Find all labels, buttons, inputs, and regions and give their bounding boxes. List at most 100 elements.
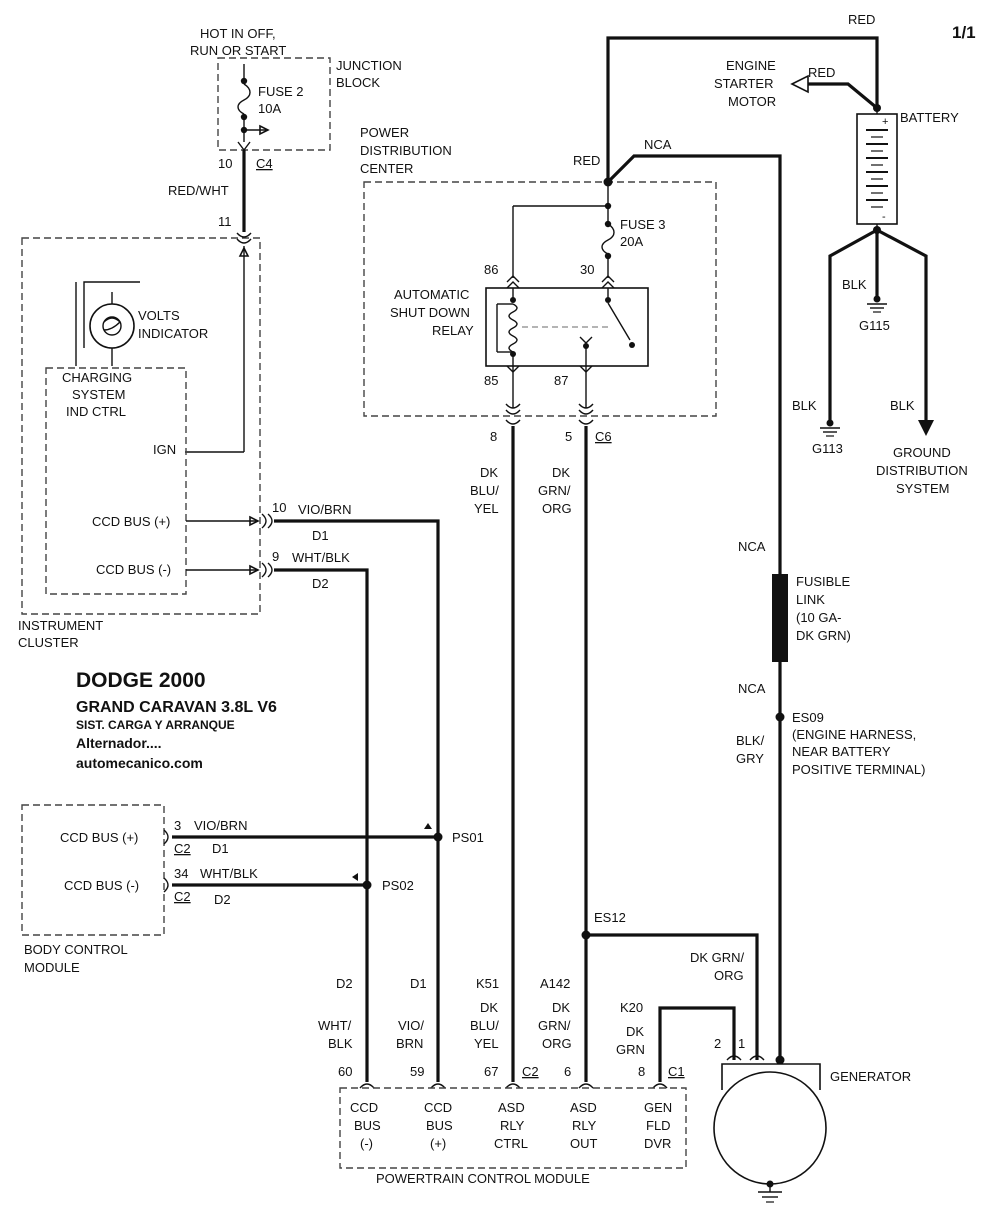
fusible-link: NCA FUSIBLE LINK (10 GA- DK GRN) NCA ES0…	[736, 539, 925, 1060]
pcm-conn-c2: C2	[522, 1064, 539, 1079]
generator-pin-2: 2	[714, 1036, 721, 1051]
fuse-3-symbol	[601, 223, 615, 255]
junction-pin-10: 10	[218, 156, 232, 171]
fuse-2-symbol	[237, 83, 251, 115]
pdc-pin-85: 85	[484, 373, 498, 388]
charging-label-2: SYSTEM	[72, 387, 125, 402]
blk-label-g113: BLK	[792, 398, 817, 413]
pcm-pin-6: 6	[564, 1064, 571, 1079]
starter-wire-red: RED	[808, 65, 835, 80]
instrument-cluster-label-2: CLUSTER	[18, 635, 79, 650]
pcm-term-3-l3: CTRL	[494, 1136, 528, 1151]
bcm-wire-wht-blk: WHT/BLK	[200, 866, 258, 881]
bcm-outline	[21, 804, 165, 936]
junction-block-label-2: BLOCK	[336, 75, 380, 90]
relay-label-2: SHUT DOWN	[390, 305, 470, 320]
pcm-conn-c1: C1	[668, 1064, 685, 1079]
cluster-circuit-d2: D2	[312, 576, 329, 591]
pcm-term-4-l1: ASD	[570, 1100, 597, 1115]
vio-brn-2: BRN	[396, 1036, 423, 1051]
dk-grn-org-3: ORG	[542, 1036, 572, 1051]
starter-label-1: ENGINE	[726, 58, 776, 73]
wht-blk-2: BLK	[328, 1036, 353, 1051]
wire-a142-label: A142	[540, 976, 570, 991]
blk-label-g115: BLK	[842, 277, 867, 292]
wire-blk-g113	[828, 228, 878, 420]
ground-symbol-g113	[820, 419, 840, 437]
wire-k51-label-2: BLU/	[470, 483, 499, 498]
cluster-ccd-pos: CCD BUS (+)	[92, 514, 170, 529]
ps02-label: PS02	[382, 878, 414, 893]
pdc-pin-86: 86	[484, 262, 498, 277]
hot-label-1: HOT IN OFF,	[200, 26, 276, 41]
pdc-label-2: DISTRIBUTION	[360, 143, 452, 158]
cluster-ccd-neg: CCD BUS (-)	[96, 562, 171, 577]
bcm-ccd-neg: CCD BUS (-)	[64, 878, 139, 893]
wire-k51-label-1: DK	[480, 465, 498, 480]
es09-label: ES09	[792, 710, 824, 725]
volts-indicator-label-1: VOLTS	[138, 308, 180, 323]
pdc-pin-87: 87	[554, 373, 568, 388]
starter-label-2: STARTER	[714, 76, 773, 91]
relay-contact-arm	[607, 302, 631, 341]
title-part: Alternador....	[76, 735, 162, 751]
dk-grn-org-2: GRN/	[538, 1018, 571, 1033]
dk-blu-yel-3: YEL	[474, 1036, 499, 1051]
wht-blk-1: WHT/	[318, 1018, 352, 1033]
connector-c6: C6	[595, 429, 612, 444]
es12-label: ES12	[594, 910, 626, 925]
bcm-label-2: MODULE	[24, 960, 80, 975]
junction-block: HOT IN OFF, RUN OR START JUNCTION BLOCK …	[190, 26, 402, 171]
fusible-label-1: FUSIBLE	[796, 574, 851, 589]
wire-es12-generator	[586, 933, 759, 1060]
fuse-3-rating: 20A	[620, 234, 643, 249]
charging-label-3: IND CTRL	[66, 404, 126, 419]
charging-label-1: CHARGING	[62, 370, 132, 385]
es09-desc-3: POSITIVE TERMINAL)	[792, 762, 925, 777]
gen-wire-label-1: DK GRN/	[690, 950, 745, 965]
ground-dist-label-2: DISTRIBUTION	[876, 463, 968, 478]
fusible-link-body	[772, 574, 788, 662]
bcm-circuit-d2: D2	[214, 892, 231, 907]
pdc-pin-30: 30	[580, 262, 594, 277]
bcm-conn-c2-neg: C2	[174, 889, 191, 904]
bcm-wire-vio-brn: VIO/BRN	[194, 818, 247, 833]
fusible-label-2: LINK	[796, 592, 825, 607]
fuse-3-label: FUSE 3	[620, 217, 666, 232]
battery: RED RED ENGINE STARTER MOTOR BATTERY + -	[714, 12, 968, 496]
pcm-term-5-l1: GEN	[644, 1100, 672, 1115]
pcm-outline	[339, 1087, 687, 1169]
wire-blk-gry-2: GRY	[736, 751, 764, 766]
wire-d1-vio-brn	[274, 519, 440, 1082]
wire-d2-wht-blk	[274, 568, 369, 1082]
starter-label-3: MOTOR	[728, 94, 776, 109]
pdc-pin-5: 5	[565, 429, 572, 444]
splice-ps01	[433, 832, 443, 842]
blk-label-ground-dist: BLK	[890, 398, 915, 413]
wire-k51-label: K51	[476, 976, 499, 991]
charging-system-ctrl-outline	[45, 367, 187, 595]
cluster-wire-wht-blk: WHT/BLK	[292, 550, 350, 565]
pcm-term-5-l3: DVR	[644, 1136, 671, 1151]
g115-label: G115	[859, 318, 890, 333]
volts-indicator-label-2: INDICATOR	[138, 326, 208, 341]
title-make: DODGE 2000	[76, 669, 206, 692]
fuse-2-rating: 10A	[258, 101, 281, 116]
ign-label: IGN	[153, 442, 176, 457]
pcm-pin-59: 59	[410, 1064, 424, 1079]
pcm-pin-8: 8	[638, 1064, 645, 1079]
pcm-term-3-l1: ASD	[498, 1100, 525, 1115]
bcm-ccd-pos: CCD BUS (+)	[60, 830, 138, 845]
pcm-term-1-l3: (-)	[360, 1136, 373, 1151]
powertrain-control-module: 60 59 67 C2 6 8 C1 CCD BUS (-) CCD BUS (…	[338, 1064, 687, 1186]
pcm-term-1-l2: BUS	[354, 1118, 381, 1133]
ground-symbol-g115	[867, 295, 887, 313]
fusible-nca-bottom: NCA	[738, 681, 766, 696]
wire-label-red-wht: RED/WHT	[168, 183, 229, 198]
pcm-term-4-l3: OUT	[570, 1136, 598, 1151]
asd-relay-body	[485, 287, 649, 367]
hot-label-2: RUN OR START	[190, 43, 286, 58]
pdc-outline	[363, 181, 717, 417]
power-distribution-center: POWER DISTRIBUTION CENTER RED NCA FUSE 3…	[360, 125, 717, 444]
